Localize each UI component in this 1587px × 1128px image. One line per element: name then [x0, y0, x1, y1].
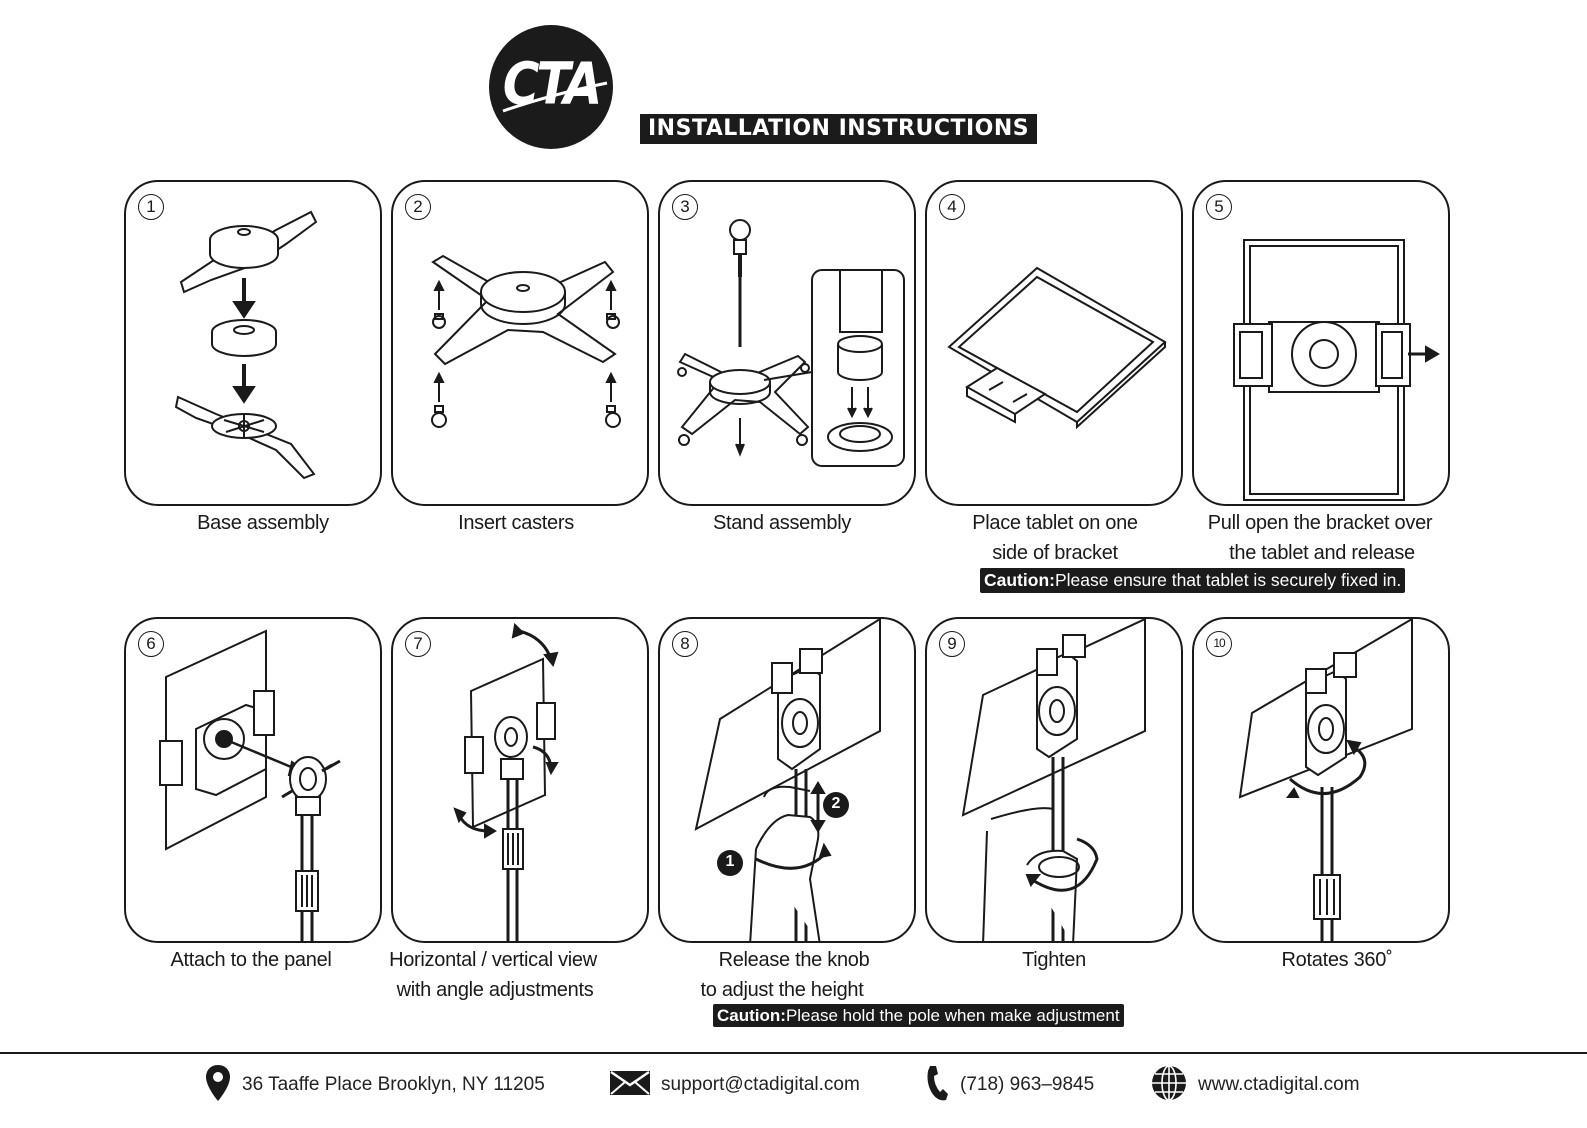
page-title: INSTALLATION INSTRUCTIONS: [640, 114, 1037, 144]
tighten-illustration: [927, 619, 1183, 943]
caution-text: Please ensure that tablet is securely fi…: [1055, 570, 1401, 590]
step-caption-5: Pull open the bracket over the tablet an…: [1170, 508, 1470, 568]
step-panel-8: 8 1 2: [658, 617, 916, 943]
step-number: 4: [939, 194, 965, 220]
step-panel-2: 2: [391, 180, 649, 506]
caution-label: Caution:: [984, 570, 1055, 590]
step-number: 10: [1206, 631, 1232, 657]
caption-line: Insert casters: [366, 508, 666, 538]
footer-divider: [0, 1052, 1587, 1054]
caption-line: to adjust the height: [644, 975, 944, 1005]
step-caption-7: Horizontal / vertical view with angle ad…: [343, 945, 643, 1005]
step-marker-1: 1: [723, 853, 737, 871]
caption-line: side of bracket: [905, 538, 1205, 568]
caption-line: Pull open the bracket over: [1170, 508, 1470, 538]
step-panel-1: 1: [124, 180, 382, 506]
step-caption-2: Insert casters: [366, 508, 666, 538]
step-panel-5: 5: [1192, 180, 1450, 506]
stand-assembly-illustration: [660, 182, 916, 506]
phone-text[interactable]: (718) 963–9845: [960, 1074, 1094, 1096]
footer-address: 36 Taaffe Place Brooklyn, NY 11205: [204, 1068, 545, 1102]
step-panel-6: 6: [124, 617, 382, 943]
location-pin-icon: [204, 1063, 232, 1108]
caption-line: Tighten: [904, 945, 1204, 975]
step-caption-3: Stand assembly: [632, 508, 932, 538]
caution-note-tablet: Caution:Please ensure that tablet is sec…: [980, 568, 1405, 593]
step-number: 2: [405, 194, 431, 220]
website-link[interactable]: www.ctadigital.com: [1198, 1074, 1360, 1096]
caution-note-pole: Caution:Please hold the pole when make a…: [713, 1004, 1124, 1027]
step-number: 5: [1206, 194, 1232, 220]
step-number: 7: [405, 631, 431, 657]
step-number: 6: [138, 631, 164, 657]
caption-line: with angle adjustments: [343, 975, 643, 1005]
caption-line: the tablet and release: [1170, 538, 1470, 568]
step-marker-2: 2: [829, 795, 843, 813]
caption-line: Rotates 360˚: [1187, 945, 1487, 975]
caption-line: Release the knob: [644, 945, 944, 975]
base-assembly-illustration: [126, 182, 382, 506]
step-caption-10: Rotates 360˚: [1187, 945, 1487, 975]
pull-bracket-illustration: [1194, 182, 1450, 506]
step-caption-8: Release the knob to adjust the height: [644, 945, 944, 1005]
insert-casters-illustration: [393, 182, 649, 506]
footer-website[interactable]: www.ctadigital.com: [1150, 1068, 1360, 1102]
globe-icon: [1150, 1064, 1188, 1107]
release-knob-illustration: [660, 619, 916, 943]
caution-label: Caution:: [717, 1006, 786, 1025]
phone-icon: [924, 1063, 950, 1108]
logo-text: CTA: [489, 51, 613, 118]
footer-phone[interactable]: (718) 963–9845: [924, 1068, 1094, 1102]
step-panel-9: 9: [925, 617, 1183, 943]
caption-line: Horizontal / vertical view: [343, 945, 643, 975]
step-number: 1: [138, 194, 164, 220]
envelope-icon: [609, 1070, 651, 1101]
step-caption-4: Place tablet on one side of bracket: [905, 508, 1205, 568]
email-link[interactable]: support@ctadigital.com: [661, 1074, 860, 1096]
step-number: 8: [672, 631, 698, 657]
caution-text: Please hold the pole when make adjustmen…: [786, 1006, 1120, 1025]
place-tablet-illustration: [927, 182, 1183, 506]
rotate-illustration: [1194, 619, 1450, 943]
footer-email[interactable]: support@ctadigital.com: [609, 1068, 860, 1102]
step-panel-10: 10: [1192, 617, 1450, 943]
step-number: 3: [672, 194, 698, 220]
caption-line: Stand assembly: [632, 508, 932, 538]
step-panel-7: 7: [391, 617, 649, 943]
cta-logo: CTA: [489, 25, 613, 149]
angle-adjust-illustration: [393, 619, 649, 943]
step-caption-9: Tighten: [904, 945, 1204, 975]
caption-line: Place tablet on one: [905, 508, 1205, 538]
step-number: 9: [939, 631, 965, 657]
step-panel-4: 4: [925, 180, 1183, 506]
address-text: 36 Taaffe Place Brooklyn, NY 11205: [242, 1074, 545, 1096]
step-panel-3: 3: [658, 180, 916, 506]
attach-panel-illustration: [126, 619, 382, 943]
